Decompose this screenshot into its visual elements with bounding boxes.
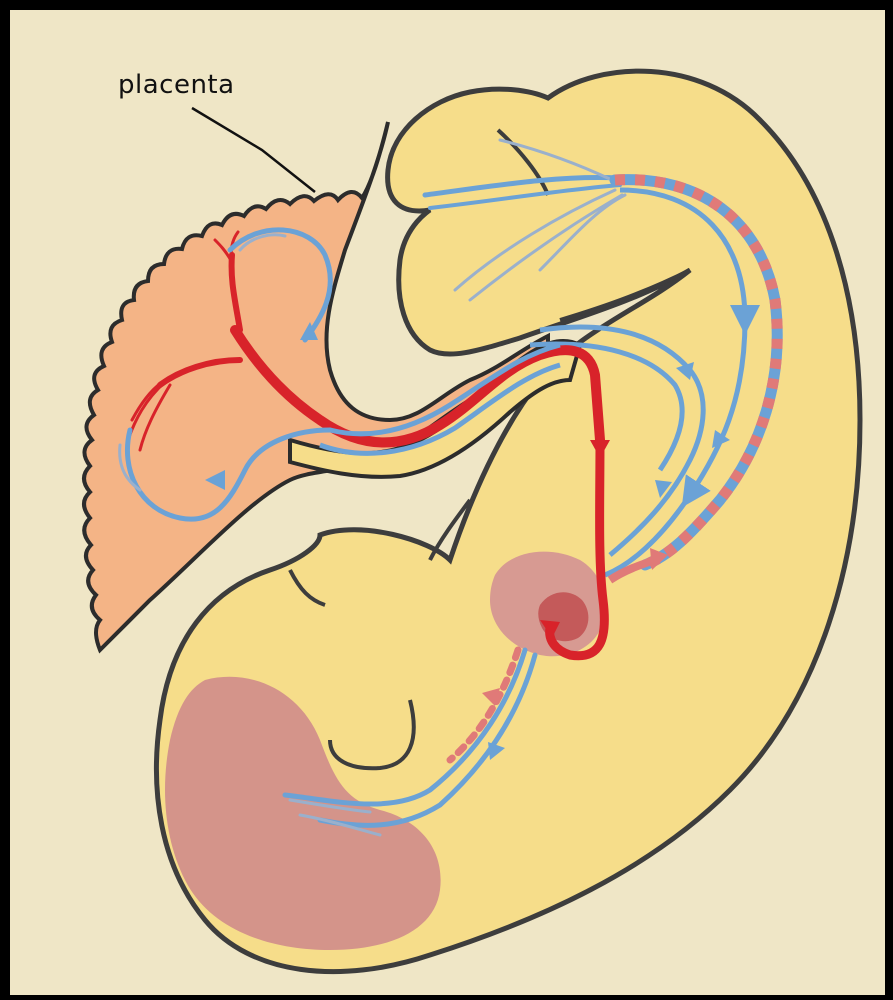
placenta-label: placenta	[118, 70, 235, 100]
